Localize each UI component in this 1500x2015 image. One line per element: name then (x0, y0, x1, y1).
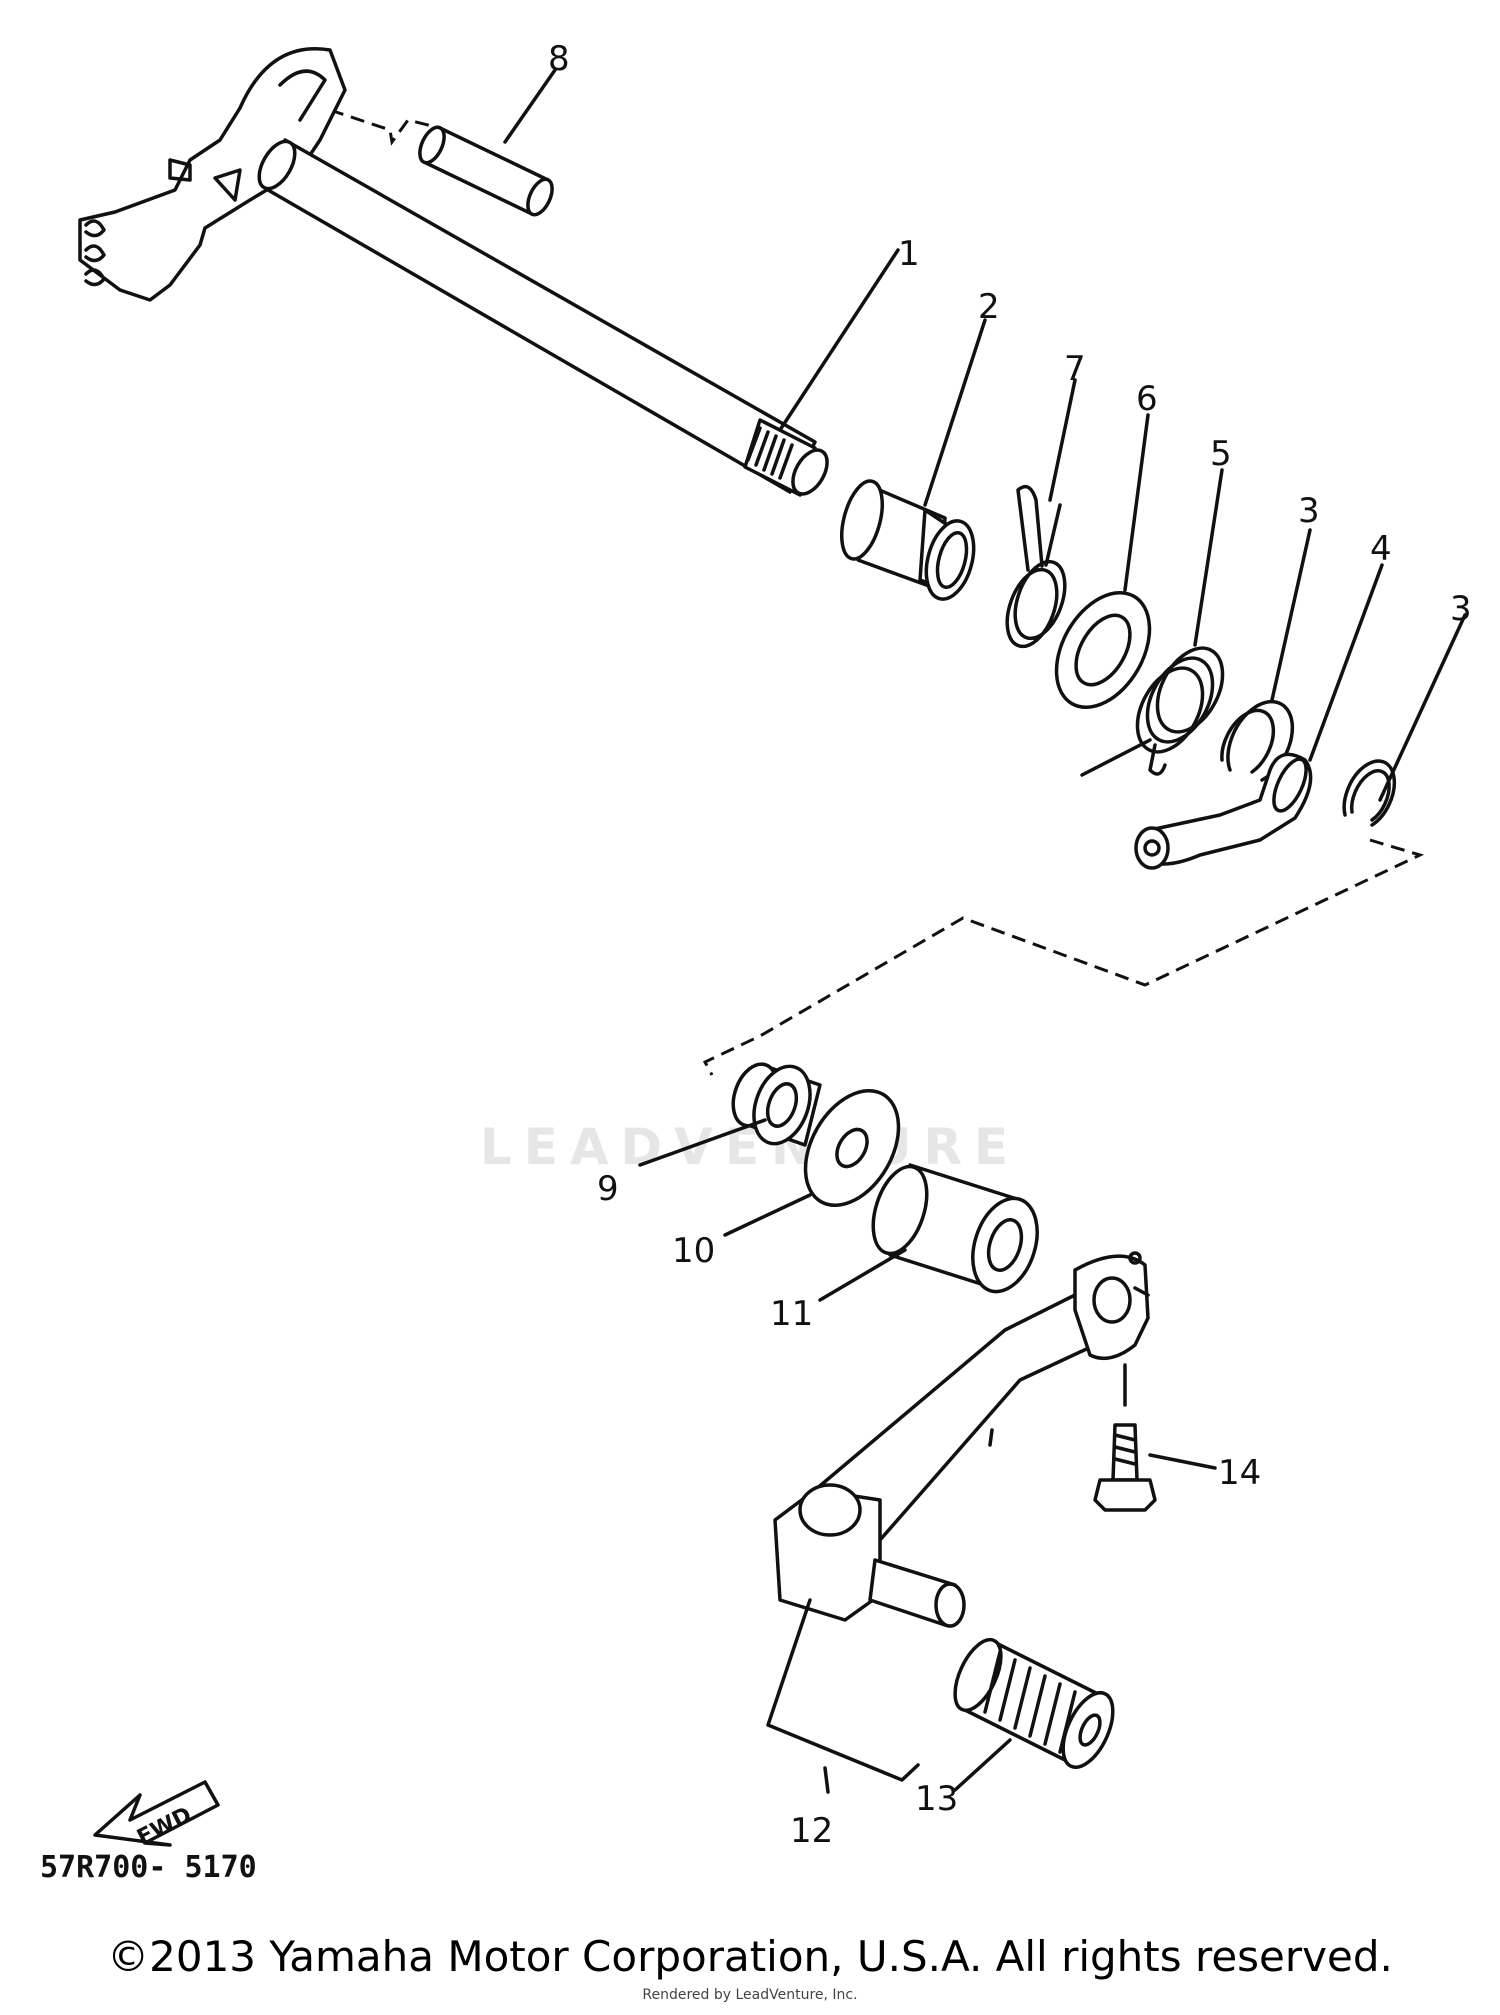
leader-12 (766, 1598, 920, 1782)
guide-line-8 (329, 108, 441, 146)
leader-7 (1048, 378, 1077, 502)
callout-5: 5 (1210, 434, 1232, 474)
leader-1 (778, 248, 900, 432)
leader-3-upper (1270, 528, 1312, 702)
leader-14 (1148, 1453, 1217, 1470)
part-5-coil-spring (1080, 646, 1225, 777)
callout-11: 11 (770, 1294, 813, 1334)
part-7-spring (1005, 484, 1067, 649)
callout-14: 14 (1218, 1453, 1261, 1493)
callout-13: 13 (915, 1779, 958, 1819)
leader-4 (1308, 563, 1384, 762)
part-3-circlip-lower (1342, 759, 1397, 827)
callout-8: 8 (548, 39, 570, 79)
part-10-washer (803, 1088, 901, 1208)
alignment-guide (702, 838, 1425, 1076)
leader-9 (638, 1118, 767, 1167)
leader-10 (723, 1193, 812, 1237)
callout-9: 9 (597, 1169, 619, 1209)
part-4-shift-arm (1134, 752, 1313, 870)
leader-5 (1193, 468, 1224, 647)
callout-10: 10 (672, 1231, 715, 1271)
part-1-shift-shaft (78, 47, 829, 497)
catalog-code: 57R700- 5170 (40, 1850, 257, 1885)
rendered-by-note: Rendered by LeadVenture, Inc. (642, 1987, 858, 2003)
part-8-pin (418, 125, 554, 217)
part-14-bolt (1093, 1363, 1157, 1512)
callout-1: 1 (898, 234, 920, 274)
callout-3-lower: 3 (1450, 589, 1472, 629)
part-9-bearing (731, 1062, 822, 1147)
fwd-arrow-icon: FWD (93, 1780, 220, 1851)
callout-12: 12 (790, 1811, 833, 1851)
part-12-shift-pedal (773, 1251, 1150, 1628)
part-13-rubber (953, 1637, 1115, 1769)
callout-3-upper: 3 (1298, 491, 1320, 531)
callout-7: 7 (1064, 349, 1086, 389)
leader-12b (823, 1766, 830, 1794)
part-6-washer (1054, 590, 1152, 710)
leader-2 (923, 318, 987, 507)
leader-8 (503, 68, 557, 144)
leader-6 (1123, 413, 1150, 592)
leader-3-lower (1378, 613, 1467, 802)
copyright-notice: ©2013 Yamaha Motor Corporation, U.S.A. A… (107, 1932, 1393, 1981)
callout-6: 6 (1136, 379, 1158, 419)
leader-11 (818, 1248, 907, 1302)
part-11-spacer (871, 1163, 1039, 1294)
callout-4: 4 (1370, 529, 1392, 569)
callout-2: 2 (978, 287, 1000, 327)
leader-13 (953, 1738, 1012, 1792)
part-2-collar (840, 479, 976, 601)
